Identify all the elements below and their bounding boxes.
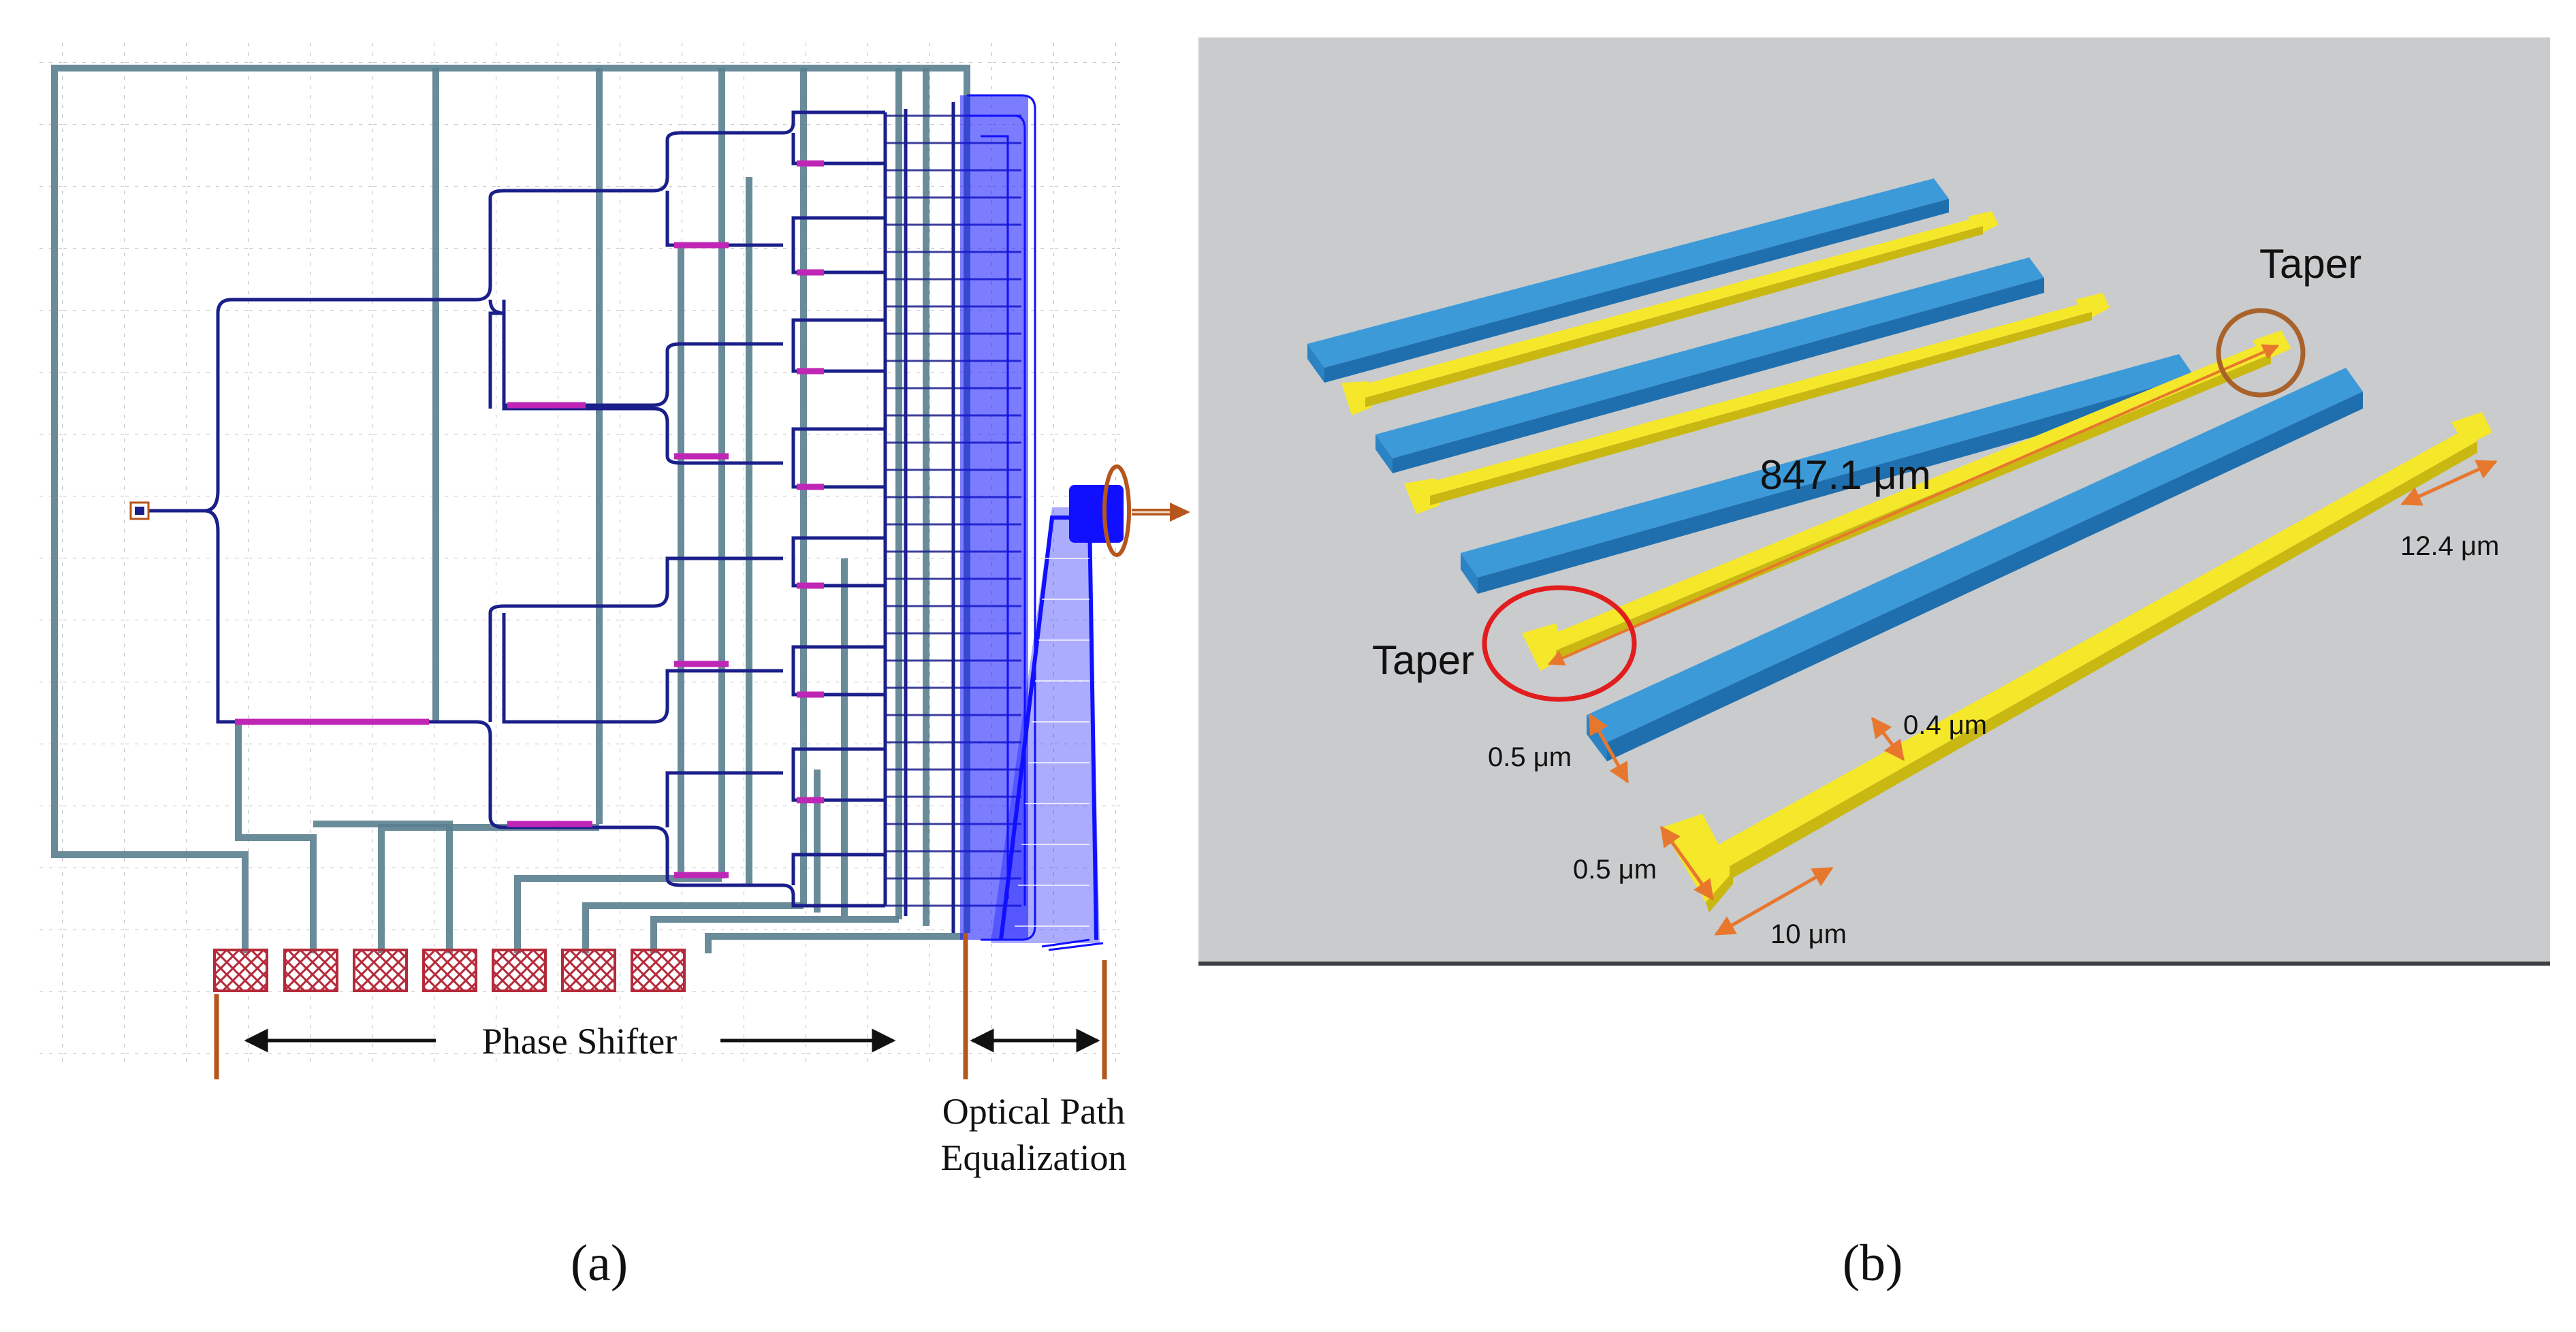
taper-width-arrow bbox=[1659, 825, 1715, 901]
ope-label-line1: Optical Path bbox=[942, 1091, 1125, 1132]
output-arrow bbox=[1132, 503, 1190, 522]
panel-b-caption: (b) bbox=[1843, 1235, 1903, 1292]
region-markers bbox=[214, 933, 1107, 1079]
ope-label-line2: Equalization bbox=[941, 1137, 1127, 1178]
electrode-pad bbox=[492, 949, 547, 992]
panel-a-caption: (a) bbox=[571, 1235, 628, 1292]
taper-circle-right bbox=[2216, 308, 2306, 398]
output-channels bbox=[885, 114, 1021, 907]
path-equalization-fan bbox=[960, 95, 1124, 943]
heater-segments bbox=[235, 160, 824, 878]
input-port bbox=[129, 501, 150, 520]
blue-waveguide bbox=[1307, 178, 1949, 383]
waveguide-tree bbox=[143, 102, 955, 933]
taper-label-left: Taper bbox=[1372, 637, 1474, 683]
length-arrow bbox=[1547, 344, 2280, 666]
yellow-waveguide bbox=[1341, 211, 1999, 415]
width-arrow-blue bbox=[1588, 713, 1629, 784]
taper-circle-left bbox=[1482, 585, 1637, 702]
electrode-pad bbox=[631, 949, 686, 992]
width-label-yellow: 0.4 μm bbox=[1903, 710, 1987, 740]
phase-shifter-label: Phase Shifter bbox=[482, 1021, 677, 1062]
panel-a: Phase Shifter Optical Path Equalization … bbox=[34, 41, 1190, 1292]
electrode-pad bbox=[213, 949, 268, 992]
electrode-pad bbox=[561, 949, 616, 992]
electrode-pad bbox=[353, 949, 408, 992]
electrode-pad bbox=[422, 949, 477, 992]
panel-b: 847.1 μm Taper Taper 12.4 μm 0.5 μm 0.4 … bbox=[1198, 37, 2550, 1292]
electrode-pad bbox=[283, 949, 338, 992]
taper-width-label: 0.5 μm bbox=[1573, 855, 1657, 885]
taper-length-arrow bbox=[1714, 866, 1834, 936]
taper-length-label: 10 μm bbox=[1770, 919, 1847, 949]
width-arrow-yellow bbox=[1871, 716, 1905, 761]
length-label: 847.1 μm bbox=[1760, 452, 1930, 498]
taper-label-top: Taper bbox=[2259, 241, 2362, 287]
width-label-blue: 0.5 μm bbox=[1488, 742, 1572, 772]
pitch-arrow bbox=[2400, 460, 2498, 506]
pitch-label: 12.4 μm bbox=[2400, 531, 2499, 561]
electrode-pads bbox=[213, 949, 686, 992]
output-ellipse bbox=[1102, 464, 1131, 557]
